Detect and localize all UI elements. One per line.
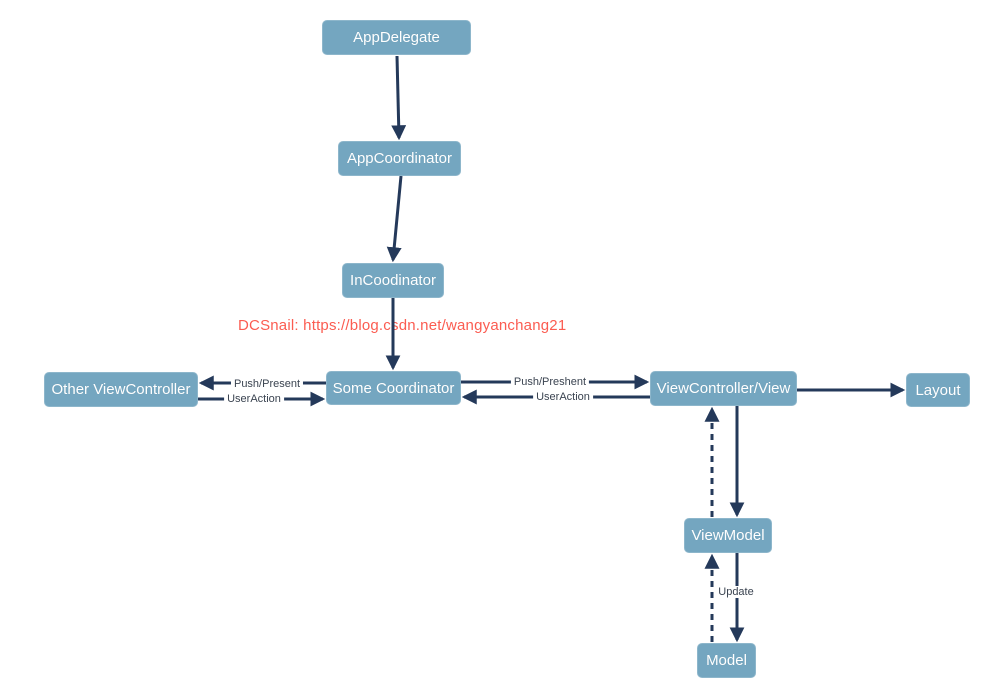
- edge-label-push-preshent-right: Push/Preshent: [510, 376, 590, 388]
- node-view-controller-view: ViewController/View: [650, 371, 797, 406]
- edge-appdelegate-to-appcoordinator: [391, 55, 407, 141]
- node-app-delegate: AppDelegate: [322, 20, 471, 55]
- edge-label-update: Update: [715, 586, 757, 598]
- node-in-coodinator: InCoodinator: [342, 263, 444, 298]
- edge-label-user-action-left: UserAction: [224, 393, 284, 405]
- node-other-view-controller: Other ViewController: [44, 372, 198, 407]
- node-layout: Layout: [906, 373, 970, 407]
- node-view-model: ViewModel: [684, 518, 772, 553]
- node-some-coordinator: Some Coordinator: [326, 371, 461, 405]
- edge-label-push-present-left: Push/Present: [230, 378, 304, 390]
- csdn-watermark: DCSnail: https://blog.csdn.net/wangyanch…: [238, 317, 567, 334]
- node-model: Model: [697, 643, 756, 678]
- node-app-coordinator: AppCoordinator: [338, 141, 461, 176]
- edge-appcoordinator-to-incoodinator: [386, 175, 403, 263]
- edge-label-user-action-right: UserAction: [533, 391, 593, 403]
